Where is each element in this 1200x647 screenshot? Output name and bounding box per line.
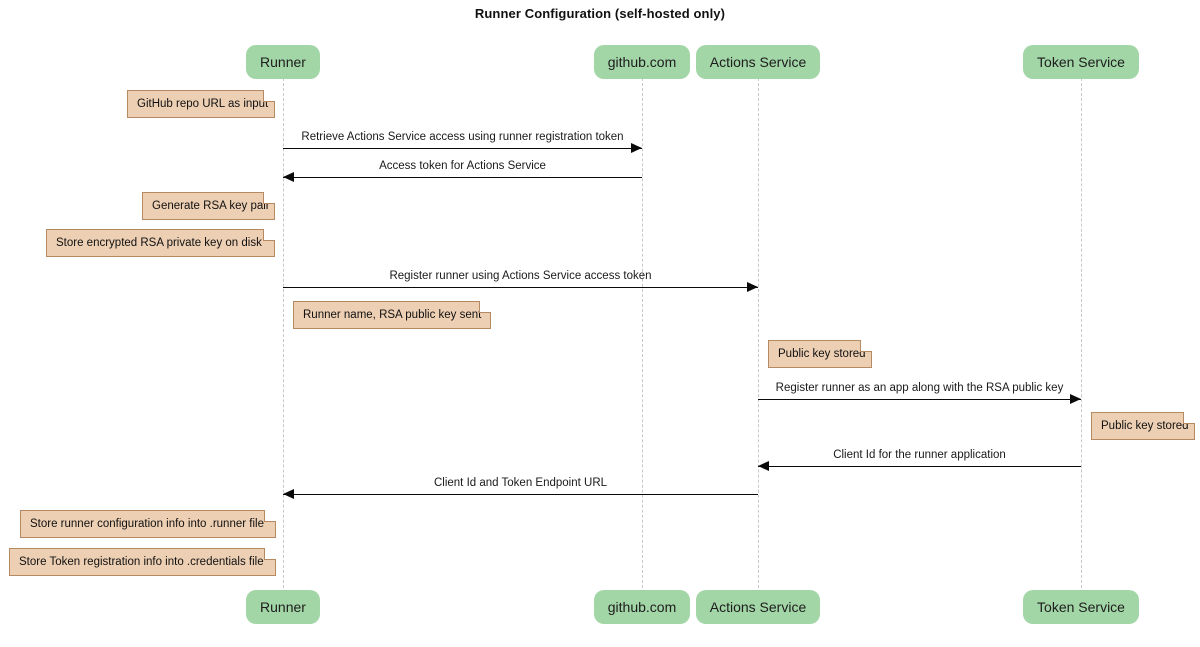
note-n7: Store runner configuration info into .ru… xyxy=(20,510,276,538)
note-fold-corner-icon xyxy=(479,301,491,313)
participant-actions-bottom[interactable]: Actions Service xyxy=(695,590,821,624)
participant-runner-top[interactable]: Runner xyxy=(246,45,320,79)
note-n2: Generate RSA key pair xyxy=(142,192,275,220)
diagram-title: Runner Configuration (self-hosted only) xyxy=(474,6,726,21)
note-label: Public key stored xyxy=(1101,420,1189,432)
lifeline-github xyxy=(642,78,643,588)
message-line-m3 xyxy=(283,287,758,288)
note-label: Runner name, RSA public key sent xyxy=(303,309,482,321)
arrowhead-m2 xyxy=(283,172,294,182)
lifeline-actions xyxy=(758,78,759,588)
message-label-m6: Client Id and Token Endpoint URL xyxy=(433,477,608,489)
note-label: Store runner configuration info into .ru… xyxy=(30,518,264,530)
participant-runner-bottom[interactable]: Runner xyxy=(246,590,320,624)
note-label: Store Token registration info into .cred… xyxy=(19,556,264,568)
note-label: Public key stored xyxy=(778,348,866,360)
message-line-m2 xyxy=(283,177,642,178)
message-label-m4: Register runner as an app along with the… xyxy=(775,382,1064,394)
note-label: Store encrypted RSA private key on disk xyxy=(56,237,262,249)
note-fold-corner-icon xyxy=(263,90,275,102)
note-n3: Store encrypted RSA private key on disk xyxy=(46,229,275,257)
note-label: GitHub repo URL as input xyxy=(137,98,269,110)
note-fold-corner-icon xyxy=(860,340,872,352)
arrowhead-m6 xyxy=(283,489,294,499)
message-line-m4 xyxy=(758,399,1081,400)
participant-token-bottom[interactable]: Token Service xyxy=(1023,590,1139,624)
note-fold-corner-icon xyxy=(263,229,275,241)
note-fold-corner-icon xyxy=(263,192,275,204)
lifeline-token xyxy=(1081,78,1082,588)
message-label-m1: Retrieve Actions Service access using ru… xyxy=(301,131,624,143)
note-n1: GitHub repo URL as input xyxy=(127,90,275,118)
participant-actions-top[interactable]: Actions Service xyxy=(695,45,821,79)
arrowhead-m1 xyxy=(631,143,642,153)
note-n8: Store Token registration info into .cred… xyxy=(9,548,276,576)
note-fold-corner-icon xyxy=(1183,412,1195,424)
note-fold-corner-icon xyxy=(264,548,276,560)
arrowhead-m5 xyxy=(758,461,769,471)
message-label-m5: Client Id for the runner application xyxy=(833,449,1006,461)
note-label: Generate RSA key pair xyxy=(152,200,270,212)
note-fold-corner-icon xyxy=(264,510,276,522)
participant-github-bottom[interactable]: github.com xyxy=(593,590,691,624)
note-n6: Public key stored xyxy=(1091,412,1195,440)
participant-token-top[interactable]: Token Service xyxy=(1023,45,1139,79)
message-line-m1 xyxy=(283,148,642,149)
participant-github-top[interactable]: github.com xyxy=(593,45,691,79)
message-line-m6 xyxy=(283,494,758,495)
message-label-m2: Access token for Actions Service xyxy=(379,160,546,172)
lifeline-runner xyxy=(283,78,284,588)
note-n4: Runner name, RSA public key sent xyxy=(293,301,491,329)
message-label-m3: Register runner using Actions Service ac… xyxy=(389,270,652,282)
note-n5: Public key stored xyxy=(768,340,872,368)
arrowhead-m3 xyxy=(747,282,758,292)
message-line-m5 xyxy=(758,466,1081,467)
arrowhead-m4 xyxy=(1070,394,1081,404)
